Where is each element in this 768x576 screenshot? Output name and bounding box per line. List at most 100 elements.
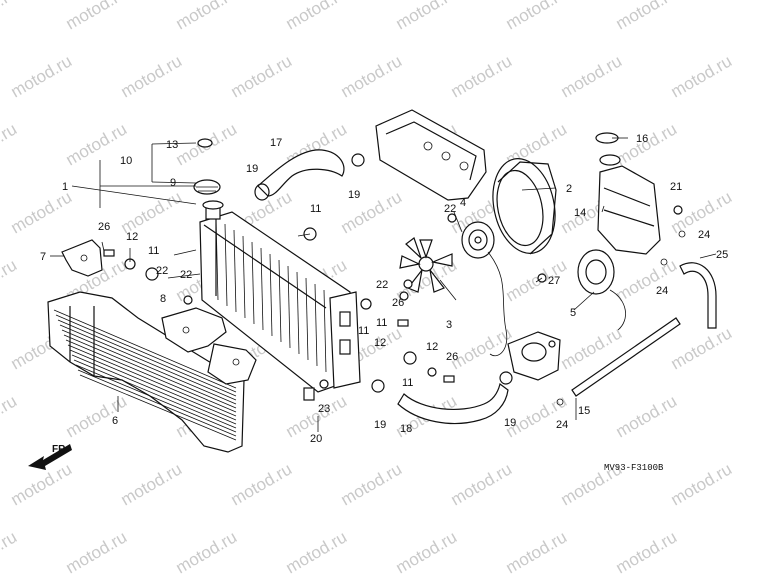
grille-bar bbox=[75, 364, 237, 433]
watermark-text: motod.ru bbox=[393, 0, 461, 33]
callout-24b: 24 bbox=[656, 285, 668, 297]
radiator-fin bbox=[323, 289, 327, 373]
callout-11b: 11 bbox=[148, 245, 159, 257]
radiator-fin bbox=[278, 259, 282, 343]
watermark-text: motod.ru bbox=[613, 527, 681, 576]
fan-shroud bbox=[492, 158, 557, 255]
watermark-text: motod.ru bbox=[63, 391, 131, 441]
callout-19c: 19 bbox=[504, 417, 516, 429]
callout-24c: 24 bbox=[556, 419, 568, 431]
watermark-text: motod.ru bbox=[503, 0, 571, 33]
callout-26b: 26 bbox=[392, 297, 404, 309]
grille-bar bbox=[79, 374, 237, 441]
watermark-text: motod.ru bbox=[448, 51, 516, 101]
callout-24a: 24 bbox=[698, 229, 710, 241]
grille-bar bbox=[55, 314, 237, 393]
callouts: 1 10 13 9 17 19 19 11 26 12 11 22 7 8 22… bbox=[40, 133, 728, 445]
radiator-grille bbox=[47, 291, 245, 453]
callout-23: 23 bbox=[318, 403, 330, 415]
callout-22b: 22 bbox=[180, 269, 192, 281]
watermark-text: motod.ru bbox=[0, 0, 20, 33]
watermark-text: motod.ru bbox=[0, 255, 20, 305]
radiator-core bbox=[199, 211, 353, 393]
radiator-fin bbox=[233, 229, 237, 313]
callout-1: 1 bbox=[62, 181, 68, 193]
radiator-tank bbox=[329, 291, 361, 389]
grille-bar bbox=[77, 369, 237, 437]
callout-11c: 11 bbox=[358, 325, 369, 337]
callout-11e: 11 bbox=[376, 317, 387, 329]
radiator-fin bbox=[296, 271, 300, 355]
callout-15: 15 bbox=[578, 405, 590, 417]
watermark-text: motod.ru bbox=[63, 527, 131, 576]
callout-27: 27 bbox=[548, 275, 560, 287]
diagram-code: MV93-F3100B bbox=[604, 463, 664, 473]
water-pump bbox=[507, 331, 561, 381]
watermark-text: motod.ru bbox=[668, 51, 736, 101]
grille-bar bbox=[73, 359, 237, 429]
upper-hose bbox=[254, 149, 345, 201]
reserve-tank bbox=[595, 132, 661, 255]
callout-19b: 19 bbox=[348, 189, 360, 201]
callout-22a: 22 bbox=[156, 265, 168, 277]
grille-bar bbox=[57, 319, 237, 397]
watermark-text: motod.ru bbox=[118, 459, 186, 509]
grille-bar bbox=[69, 349, 237, 421]
grille-bar bbox=[63, 334, 237, 409]
callout-6: 6 bbox=[112, 415, 118, 427]
watermark-text: motod.ru bbox=[0, 527, 20, 576]
callout-3: 3 bbox=[446, 319, 452, 331]
callout-11a: 11 bbox=[310, 203, 321, 215]
grille-bar bbox=[71, 354, 237, 425]
callout-18: 18 bbox=[400, 423, 412, 435]
fan-motor bbox=[461, 221, 495, 259]
watermark-text: motod.ru bbox=[118, 187, 186, 237]
fan-wire bbox=[487, 251, 508, 356]
o-ring bbox=[197, 138, 213, 148]
grille-bar bbox=[53, 309, 237, 389]
radiator-fin bbox=[269, 253, 273, 337]
watermark-text: motod.ru bbox=[118, 51, 186, 101]
watermark-text: motod.ru bbox=[613, 0, 681, 33]
watermark-text: motod.ru bbox=[283, 0, 351, 33]
watermark-text: motod.ru bbox=[338, 51, 406, 101]
callout-19a: 19 bbox=[246, 163, 258, 175]
watermark-text: motod.ru bbox=[338, 459, 406, 509]
radiator-fin bbox=[287, 265, 291, 349]
radiator-cap bbox=[193, 179, 224, 220]
watermark-text: motod.ru bbox=[503, 527, 571, 576]
front-arrow: FR. bbox=[28, 444, 72, 470]
watermark-text: motod.ru bbox=[8, 187, 76, 237]
watermark-text: motod.ru bbox=[558, 51, 626, 101]
radiator-fin bbox=[224, 223, 228, 307]
watermark-text: motod.ru bbox=[448, 459, 516, 509]
callout-10: 10 bbox=[120, 155, 132, 167]
callout-8: 8 bbox=[160, 293, 166, 305]
left-bracket bbox=[61, 239, 103, 277]
grille-bar bbox=[67, 344, 237, 417]
watermark-text: motod.ru bbox=[8, 51, 76, 101]
watermark-text: motod.ru bbox=[613, 391, 681, 441]
head-cover bbox=[375, 109, 487, 201]
radiator-fin bbox=[242, 235, 246, 319]
radiator-fin bbox=[314, 283, 318, 367]
callout-5: 5 bbox=[570, 307, 576, 319]
grille-bar bbox=[59, 324, 237, 401]
callout-13: 13 bbox=[166, 139, 178, 151]
callout-12c: 12 bbox=[426, 341, 438, 353]
callout-16: 16 bbox=[636, 133, 648, 145]
watermark-layer: motod.ru motod.ru motod.ru motod.ru motod.ru… bbox=[0, 0, 735, 576]
callout-14: 14 bbox=[574, 207, 586, 219]
watermark-text: motod.ru bbox=[0, 391, 20, 441]
grille-bar bbox=[61, 329, 237, 405]
watermark-text: motod.ru bbox=[228, 459, 296, 509]
watermark-text: motod.ru bbox=[173, 527, 241, 576]
lower-hose bbox=[397, 382, 509, 425]
callout-11d: 11 bbox=[402, 377, 413, 389]
callout-22c: 22 bbox=[376, 279, 388, 291]
watermark-text: motod.ru bbox=[228, 51, 296, 101]
callout-25: 25 bbox=[716, 249, 728, 261]
watermark-text: motod.ru bbox=[283, 527, 351, 576]
callout-2: 2 bbox=[566, 183, 572, 195]
